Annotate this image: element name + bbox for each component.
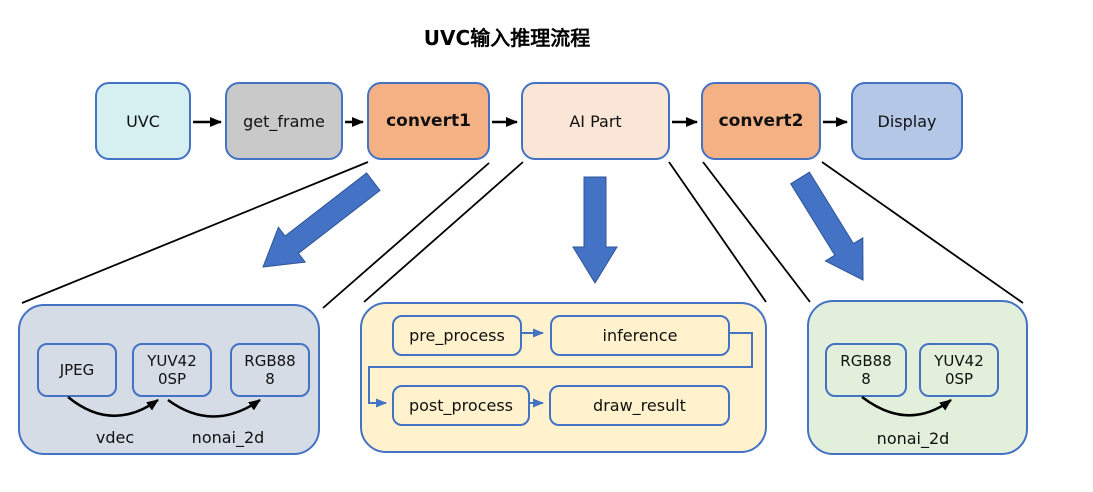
node-convert1-label: convert1 [386, 111, 471, 131]
box-pre-process-label: pre_process [409, 325, 505, 345]
box-yuv420sp-decode: YUV42 0SP [132, 343, 212, 397]
box-draw-result: draw_result [549, 385, 730, 426]
node-get-frame-label: get_frame [243, 111, 325, 131]
node-convert1: convert1 [367, 82, 490, 160]
convert-detail-group: RGB88 8 YUV42 0SP nonai_2d [807, 300, 1028, 455]
box-post-process-label: post_process [408, 395, 514, 415]
box-jpeg: JPEG [37, 343, 117, 397]
decode-detail-group: JPEG YUV42 0SP RGB88 8 vdec nonai_2d [18, 304, 320, 455]
node-ai-part-label: AI Part [569, 111, 622, 131]
box-rgb888-decode: RGB88 8 [230, 343, 310, 397]
ai-detail-group: pre_process inference post_process draw_… [360, 302, 767, 453]
box-draw-result-label: draw_result [593, 395, 686, 415]
big-arrow-aipart-icon [572, 176, 618, 284]
node-display: Display [851, 82, 963, 160]
box-yuv420sp-decode-label: YUV42 0SP [147, 352, 197, 388]
box-inference: inference [550, 315, 730, 356]
big-arrow-convert2-icon [790, 171, 864, 281]
node-ai-part: AI Part [521, 82, 670, 160]
box-yuv420sp-convert: YUV42 0SP [919, 343, 999, 397]
expansion-lines-aipart [363, 161, 767, 303]
box-rgb888-convert: RGB88 8 [825, 343, 907, 397]
node-display-label: Display [877, 111, 937, 131]
node-get-frame: get_frame [225, 82, 343, 160]
box-rgb888-decode-label: RGB88 8 [244, 352, 296, 388]
diagram-title: UVC输入推理流程 [423, 26, 591, 50]
caption-vdec: vdec [95, 428, 135, 447]
node-convert2-label: convert2 [718, 111, 804, 131]
box-jpeg-label: JPEG [59, 361, 95, 379]
expansion-lines-convert2 [702, 161, 1024, 304]
box-post-process: post_process [392, 385, 530, 426]
expansion-lines-convert1 [21, 161, 490, 309]
node-convert2: convert2 [701, 82, 821, 160]
caption-nonai2d-decode: nonai_2d [191, 428, 265, 447]
node-uvc: UVC [95, 82, 191, 160]
caption-nonai2d-convert: nonai_2d [876, 429, 950, 448]
box-inference-label: inference [602, 325, 678, 345]
box-yuv420sp-convert-label: YUV42 0SP [934, 352, 984, 388]
box-pre-process: pre_process [392, 315, 522, 356]
big-arrow-convert1-icon [262, 172, 381, 268]
box-rgb888-convert-label: RGB88 8 [840, 352, 892, 388]
node-uvc-label: UVC [126, 111, 160, 131]
